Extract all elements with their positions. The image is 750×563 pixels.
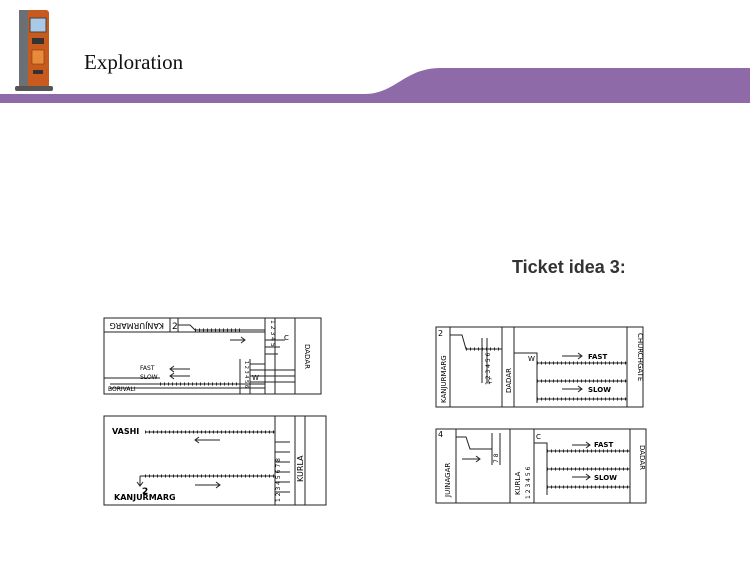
platform-numbers-short: 7 8 <box>493 453 500 463</box>
platform-numbers-lower: 1 2 3 4 5 6 <box>243 361 249 388</box>
sketch-churchgate-map: 2 KANJURMARG 1 2 3 4 5 6 DADAR W C FAST … <box>435 326 644 408</box>
mark-w: W <box>252 374 259 382</box>
ticket-kiosk-icon <box>15 10 53 91</box>
station-dadar: DADAR <box>505 368 513 393</box>
slow-label: SLOW <box>594 474 617 482</box>
platform-numbers: 1 2 3 4 5 6 <box>525 466 532 499</box>
sketch-kurla-map: VASHI 2 KANJURMARG 1 2 3 4 5 6 7 8 KURLA <box>103 415 327 506</box>
slow-label: SLOW <box>140 374 158 381</box>
fast-label: FAST <box>594 441 613 449</box>
platform-numbers: 1 2 3 4 5 6 7 8 <box>275 458 282 502</box>
sketch-dadar-map: KANJURMARG 2 1 2 3 4 5 C DADAR 1 2 3 4 5… <box>103 317 322 395</box>
platform-numbers: 1 2 3 4 5 6 <box>485 352 492 385</box>
fast-label: FAST <box>588 353 607 361</box>
origin-number: 4 <box>438 430 443 439</box>
page-title: Exploration <box>84 50 184 74</box>
terminal-churchgate: CHURCHGATE <box>636 333 644 381</box>
terminal-dadar: DADAR <box>638 445 646 470</box>
origin-number: 2 <box>172 322 178 332</box>
slide-caption: Ticket idea 3: <box>512 257 626 277</box>
terminal-kurla: KURLA <box>296 455 305 482</box>
platform-numbers: 1 2 3 4 5 <box>269 320 276 347</box>
mark-w: W <box>528 355 535 363</box>
origin-kanjurmarg: KANJURMARG <box>440 355 448 403</box>
mark-c: C <box>488 378 492 385</box>
terminal-dadar: DADAR <box>303 344 311 369</box>
mark-c: C <box>284 334 289 342</box>
fast-label: FAST <box>140 365 155 372</box>
sketch-dadar-kurla-map: 4 JUINAGAR 7 8 KURLA 1 2 3 4 5 6 C FAST … <box>435 428 647 504</box>
header-band <box>0 68 750 103</box>
origin-label-kanjurmarg: KANJURMARG <box>110 321 164 330</box>
mark-c: C <box>536 433 541 441</box>
origin-vashi: VASHI <box>112 427 139 436</box>
branch-borivali: BORIVALI <box>108 386 136 393</box>
destination-kanjurmarg: KANJURMARG <box>114 493 176 502</box>
slow-label: SLOW <box>588 386 611 394</box>
origin-number: 2 <box>438 329 443 338</box>
station-kurla: KURLA <box>514 472 522 495</box>
origin-juinagar: JUINAGAR <box>444 463 452 498</box>
destination-number: 2 <box>142 487 148 497</box>
